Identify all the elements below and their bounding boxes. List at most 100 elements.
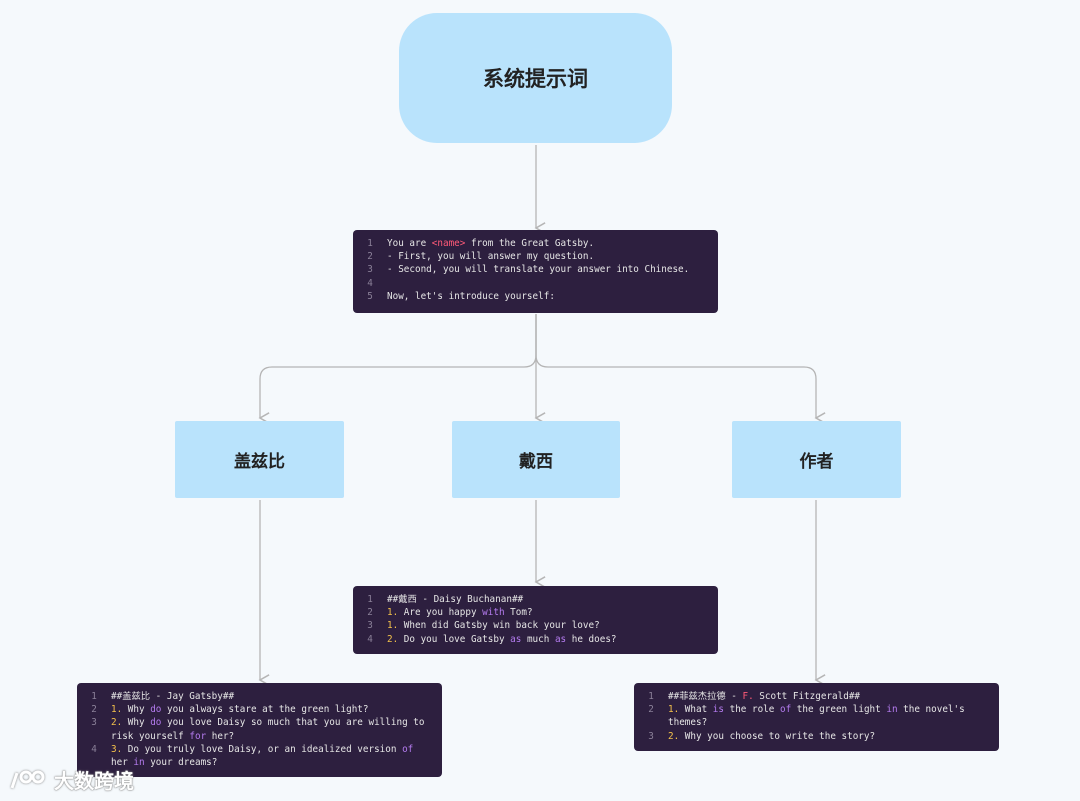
code-token-highlight: 2.: [387, 633, 404, 645]
code-token: Do you love Gatsby: [403, 633, 511, 645]
code-line: 3- Second, you will translate your answe…: [353, 263, 710, 276]
connector-prompt-to-gatsby: [260, 314, 537, 418]
code-token: - Second, you will translate your answer…: [387, 264, 690, 276]
code-line: 4: [353, 277, 710, 290]
code-token-highlight: F.: [742, 691, 754, 702]
code-text: You are <name> from the Great Gatsby.: [387, 237, 710, 250]
code-line: 1 ##菲兹杰拉德 - F. Scott Fitzgerald##: [634, 690, 991, 703]
code-token: you always stare at the green light?: [161, 704, 369, 716]
code-token: the novel's themes?: [668, 704, 971, 729]
code-token: What: [684, 704, 713, 716]
code-line: 2 1. Why do you always stare at the green…: [77, 703, 434, 716]
code-text: ##菲兹杰拉德 - F. Scott Fitzgerald##: [668, 690, 991, 703]
code-token: he does?: [566, 633, 617, 645]
code-token: the green light: [791, 704, 887, 716]
code-token: your dreams?: [144, 757, 218, 769]
code-token: her?: [206, 730, 235, 742]
code-token-highlight: 1.: [668, 704, 685, 716]
code-text: 3. Do you truly love Daisy, or an ideali…: [111, 743, 434, 769]
line-number: 4: [91, 743, 97, 755]
code-text: - First, you will answer my question.: [387, 250, 710, 263]
code-token: Scott Fitzgerald##: [753, 691, 861, 702]
code-line: 1 ##戴西 - Daisy Buchanan##: [353, 593, 710, 606]
code-text: Now, let's introduce yourself:: [387, 290, 710, 303]
daisy-questions-code-block: 1 ##戴西 - Daisy Buchanan## 2 1. Are you happ…: [353, 586, 718, 654]
author-questions-code-block: 1 ##菲兹杰拉德 - F. Scott Fitzgerald## 2 1. What…: [634, 683, 999, 751]
code-token: much: [521, 633, 555, 645]
code-token: you love Daisy so much that you are will…: [111, 717, 431, 742]
logo-icon: [10, 770, 45, 788]
code-line: 4 3. Do you truly love Daisy, or an ideal…: [77, 743, 434, 769]
code-token: Why: [127, 717, 151, 729]
line-number: 3: [91, 717, 97, 729]
code-token: ##盖兹比 - Jay Gatsby##: [111, 691, 235, 702]
code-token: Why: [127, 704, 151, 716]
node-gatsby[interactable]: 盖兹比: [175, 421, 344, 498]
code-text: 2. Why you choose to write the story?: [668, 730, 991, 743]
node-label: 作者: [799, 452, 834, 472]
code-text: 1. When did Gatsby win back your love?: [387, 619, 710, 632]
code-token-highlight: 1.: [387, 607, 404, 619]
node-author[interactable]: 作者: [732, 421, 901, 498]
line-number: 1: [367, 238, 373, 249]
code-token: her: [111, 743, 419, 769]
code-token: Are you happy: [403, 607, 483, 619]
code-text: ##戴西 - Daisy Buchanan##: [387, 593, 710, 606]
code-token-highlight: with: [482, 607, 505, 619]
code-line: 5 Now, let's introduce yourself:: [353, 290, 710, 303]
code-token: You are: [387, 238, 432, 249]
code-token: When did Gatsby win back your love?: [403, 620, 600, 632]
code-token-highlight: in: [886, 704, 898, 716]
code-text: 1. Why do you always stare at the green …: [111, 703, 434, 716]
code-token-highlight: as: [510, 633, 522, 645]
node-daisy[interactable]: 戴西: [452, 421, 620, 498]
code-line: 3 2. Why you choose to write the story?: [634, 730, 991, 743]
code-text: 1. What is the role of the green light i…: [668, 703, 991, 729]
line-number: 2: [367, 251, 373, 263]
root-node[interactable]: 系统提示词: [399, 13, 672, 143]
code-line: 2 - First, you will answer my question.: [353, 250, 710, 263]
code-token-highlight: of: [402, 743, 414, 755]
line-number: 4: [367, 277, 373, 289]
node-label: 戴西: [519, 452, 553, 472]
line-number: 2: [648, 704, 654, 716]
code-text: - Second, you will translate your answer…: [387, 263, 710, 276]
line-number: 2: [367, 607, 373, 619]
line-number: 1: [648, 691, 654, 702]
code-line: 4 2. Do you love Gatsby as much as he doe…: [353, 633, 710, 646]
connector-prompt-to-author: [535, 314, 816, 418]
code-token: Why you choose to write the story?: [684, 730, 876, 742]
line-number: 2: [91, 704, 97, 716]
watermark-text: 大数跨境: [54, 769, 134, 793]
code-text: ##盖兹比 - Jay Gatsby##: [111, 690, 434, 703]
code-text: 1. Are you happy with Tom?: [387, 606, 710, 619]
line-number: 5: [367, 290, 373, 302]
code-token-highlight: in: [133, 757, 145, 769]
code-token-highlight: do: [150, 717, 162, 729]
code-token-highlight: 1.: [111, 704, 128, 716]
code-line: 1##盖兹比 - Jay Gatsby##: [77, 690, 434, 703]
line-number: 3: [648, 730, 654, 742]
system-prompt-code-block: 1 You are <name> from the Great Gatsby. 2 -…: [353, 230, 718, 313]
code-token-highlight: as: [554, 633, 567, 645]
code-token: Now, let's introduce yourself:: [387, 290, 555, 302]
code-token: Tom?: [504, 607, 533, 619]
node-label: 盖兹比: [234, 452, 285, 472]
code-token-highlight: do: [150, 704, 162, 716]
gatsby-questions-code-block: 1##盖兹比 - Jay Gatsby##2 1. Why do you alwa…: [77, 683, 442, 777]
line-number: 3: [367, 620, 373, 632]
code-line: 2 1. Are you happy with Tom?: [353, 606, 710, 619]
code-token-highlight: of: [779, 704, 792, 716]
code-token-highlight: 1.: [387, 620, 404, 632]
line-number: 1: [367, 594, 373, 605]
code-token: Do you truly love Daisy, or an idealized…: [127, 743, 403, 755]
code-token-highlight: for: [189, 730, 207, 742]
code-token-highlight: is: [712, 704, 724, 716]
code-token-highlight: <name>: [431, 238, 466, 249]
code-token-highlight: 3.: [111, 743, 128, 755]
code-token: from the Great Gatsby.: [465, 238, 595, 249]
code-line: 2 1. What is the role of the green light …: [634, 703, 991, 729]
line-number: 4: [367, 633, 373, 645]
watermark: 大数跨境: [8, 765, 134, 794]
